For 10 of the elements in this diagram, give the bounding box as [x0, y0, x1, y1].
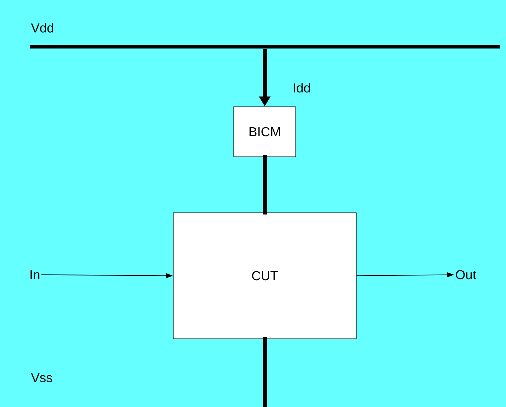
signal-label: In [30, 270, 40, 280]
supply-rail [30, 45, 500, 49]
rail-label: Vss [31, 373, 52, 383]
edge-label: Idd [294, 83, 310, 93]
connector [263, 155, 267, 215]
signal-label: Out [456, 270, 476, 280]
connector [263, 337, 267, 407]
rail-label: Vdd [31, 23, 54, 33]
block-box: CUT [173, 212, 357, 340]
block-box: BICM [234, 106, 296, 158]
